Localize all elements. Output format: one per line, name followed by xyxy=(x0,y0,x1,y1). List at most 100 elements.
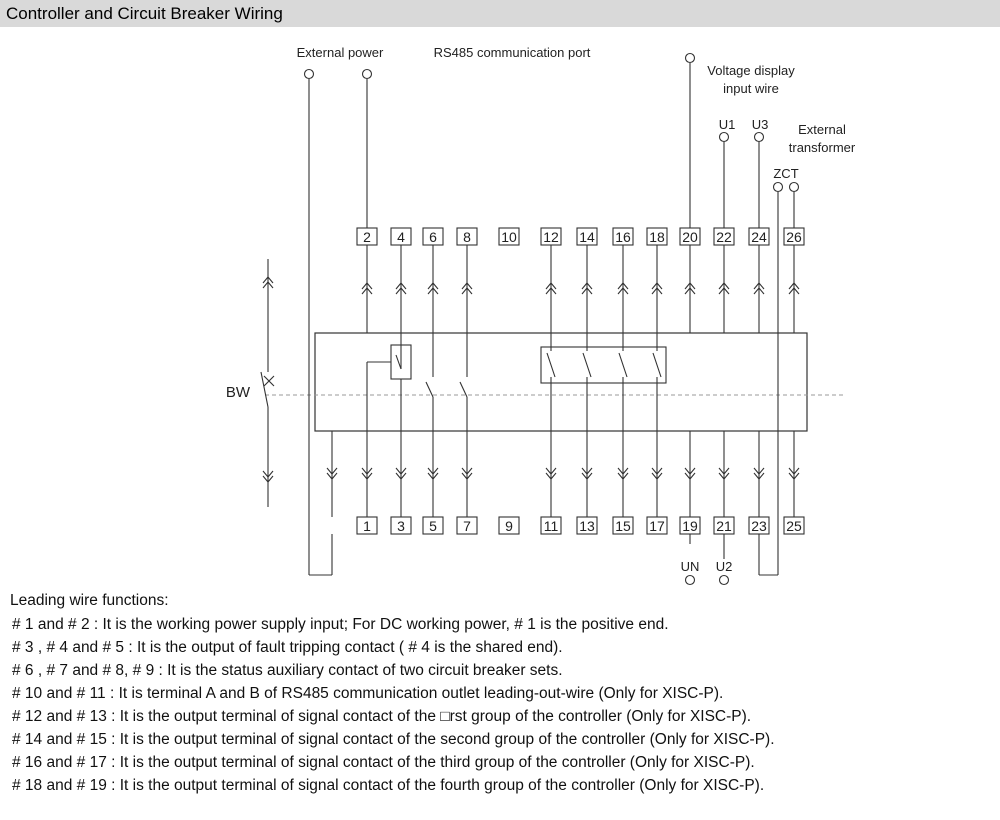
bottom-terminal-label: 3 xyxy=(397,518,405,534)
bottom-terminal-label: 13 xyxy=(579,518,595,534)
zct-terminal xyxy=(788,181,800,193)
connector-mark xyxy=(718,282,730,290)
connector-mark xyxy=(427,472,439,480)
top-terminal-box xyxy=(422,227,444,246)
signal-contact-blade xyxy=(652,352,662,378)
connector-mark xyxy=(427,467,439,475)
connector-mark xyxy=(461,472,473,480)
notes-list: # 1 and # 2 : It is the working power su… xyxy=(10,613,995,797)
bottom-terminal-label: 21 xyxy=(716,518,732,534)
connector-mark xyxy=(581,472,593,480)
connector-mark xyxy=(788,472,800,480)
connector-mark xyxy=(753,472,765,480)
connector-mark xyxy=(718,472,730,480)
label-un: UN xyxy=(681,559,700,574)
label-zct: ZCT xyxy=(773,166,798,181)
note-item: # 6 , # 7 and # 8, # 9 : It is the statu… xyxy=(12,662,563,679)
top-terminal-box xyxy=(713,227,735,246)
connector-mark xyxy=(545,472,557,480)
note-item: # 18 and # 19 : It is the output termina… xyxy=(12,777,765,794)
bottom-terminal-box xyxy=(679,516,701,535)
connector-mark xyxy=(262,276,274,284)
bottom-terminal-box xyxy=(540,516,562,535)
connector-mark xyxy=(395,467,407,475)
label-external-transformer-2: transformer xyxy=(789,140,856,155)
bottom-terminal-box xyxy=(646,516,668,535)
top-terminal-box xyxy=(498,227,520,246)
bottom-terminal-label: 23 xyxy=(751,518,767,534)
top-terminal-box xyxy=(783,227,805,246)
connector-mark xyxy=(651,287,663,295)
connector-mark xyxy=(427,282,439,290)
section-title: Controller and Circuit Breaker Wiring xyxy=(6,4,283,23)
external-power-terminal xyxy=(361,68,373,80)
bw-cross xyxy=(263,375,275,387)
top-terminal-box xyxy=(356,227,378,246)
connector-mark xyxy=(361,467,373,475)
label-external-power: External power xyxy=(297,45,384,60)
connector-mark xyxy=(361,287,373,295)
bottom-terminal-box xyxy=(390,516,412,535)
note-item: # 16 and # 17 : It is the output termina… xyxy=(12,754,755,771)
connector-mark xyxy=(395,287,407,295)
note-item: # 14 and # 15 : It is the output termina… xyxy=(12,731,775,748)
leading-wire-functions: Leading wire functions: # 1 and # 2 : It… xyxy=(10,589,995,797)
connector-mark xyxy=(545,467,557,475)
connector-mark xyxy=(461,467,473,475)
note-item: # 10 and # 11 : It is terminal A and B o… xyxy=(12,685,724,702)
top-terminal-box xyxy=(576,227,598,246)
bottom-terminal-box xyxy=(713,516,735,535)
bottom-terminal-label: 17 xyxy=(649,518,665,534)
top-terminal-box xyxy=(540,227,562,246)
zct-terminal xyxy=(772,181,784,193)
connector-mark xyxy=(684,472,696,480)
connector-mark xyxy=(395,282,407,290)
top-terminal-label: 14 xyxy=(579,229,595,245)
bottom-terminal-box xyxy=(748,516,770,535)
connector-mark xyxy=(651,472,663,480)
label-external-transformer-1: External xyxy=(798,122,846,137)
top-terminal-box xyxy=(390,227,412,246)
voltage-display-terminal xyxy=(684,52,696,64)
bottom-terminal-label: 25 xyxy=(786,518,802,534)
bottom-terminal-box xyxy=(356,516,378,535)
connector-mark xyxy=(395,472,407,480)
top-terminal-label: 16 xyxy=(615,229,631,245)
bottom-terminal-box xyxy=(456,516,478,535)
top-terminal-box xyxy=(646,227,668,246)
top-terminal-box xyxy=(612,227,634,246)
connector-mark xyxy=(581,467,593,475)
connector-mark xyxy=(788,467,800,475)
label-u3: U3 xyxy=(752,117,769,132)
connector-mark xyxy=(684,287,696,295)
label-rs485-port: RS485 communication port xyxy=(434,45,591,60)
connector-mark xyxy=(753,287,765,295)
connector-mark xyxy=(651,467,663,475)
bottom-terminal-label: 15 xyxy=(615,518,631,534)
label-u2: U2 xyxy=(716,559,733,574)
connector-mark xyxy=(361,472,373,480)
bottom-terminal-box xyxy=(783,516,805,535)
bw-blade xyxy=(260,371,269,408)
bottom-terminal-label: 7 xyxy=(463,518,471,534)
connector-mark xyxy=(651,282,663,290)
note-item: # 3 , # 4 and # 5 : It is the output of … xyxy=(12,639,563,656)
notes-title: Leading wire functions: xyxy=(10,592,169,609)
controller-box xyxy=(314,332,808,432)
connector-mark xyxy=(788,287,800,295)
connector-mark xyxy=(684,467,696,475)
signal-contact-blade xyxy=(582,352,592,378)
top-terminal-label: 2 xyxy=(363,229,371,245)
top-terminal-label: 10 xyxy=(501,229,517,245)
connector-mark xyxy=(262,475,274,483)
signal-contact-blade xyxy=(618,352,628,378)
top-terminal-label: 18 xyxy=(649,229,665,245)
u2-terminal xyxy=(718,574,730,586)
wire-layer xyxy=(260,52,800,586)
external-power-terminal xyxy=(303,68,315,80)
bottom-terminal-label: 5 xyxy=(429,518,437,534)
bottom-terminal-box xyxy=(576,516,598,535)
connector-mark xyxy=(581,282,593,290)
label-bw: BW xyxy=(226,384,251,401)
connector-mark xyxy=(788,282,800,290)
